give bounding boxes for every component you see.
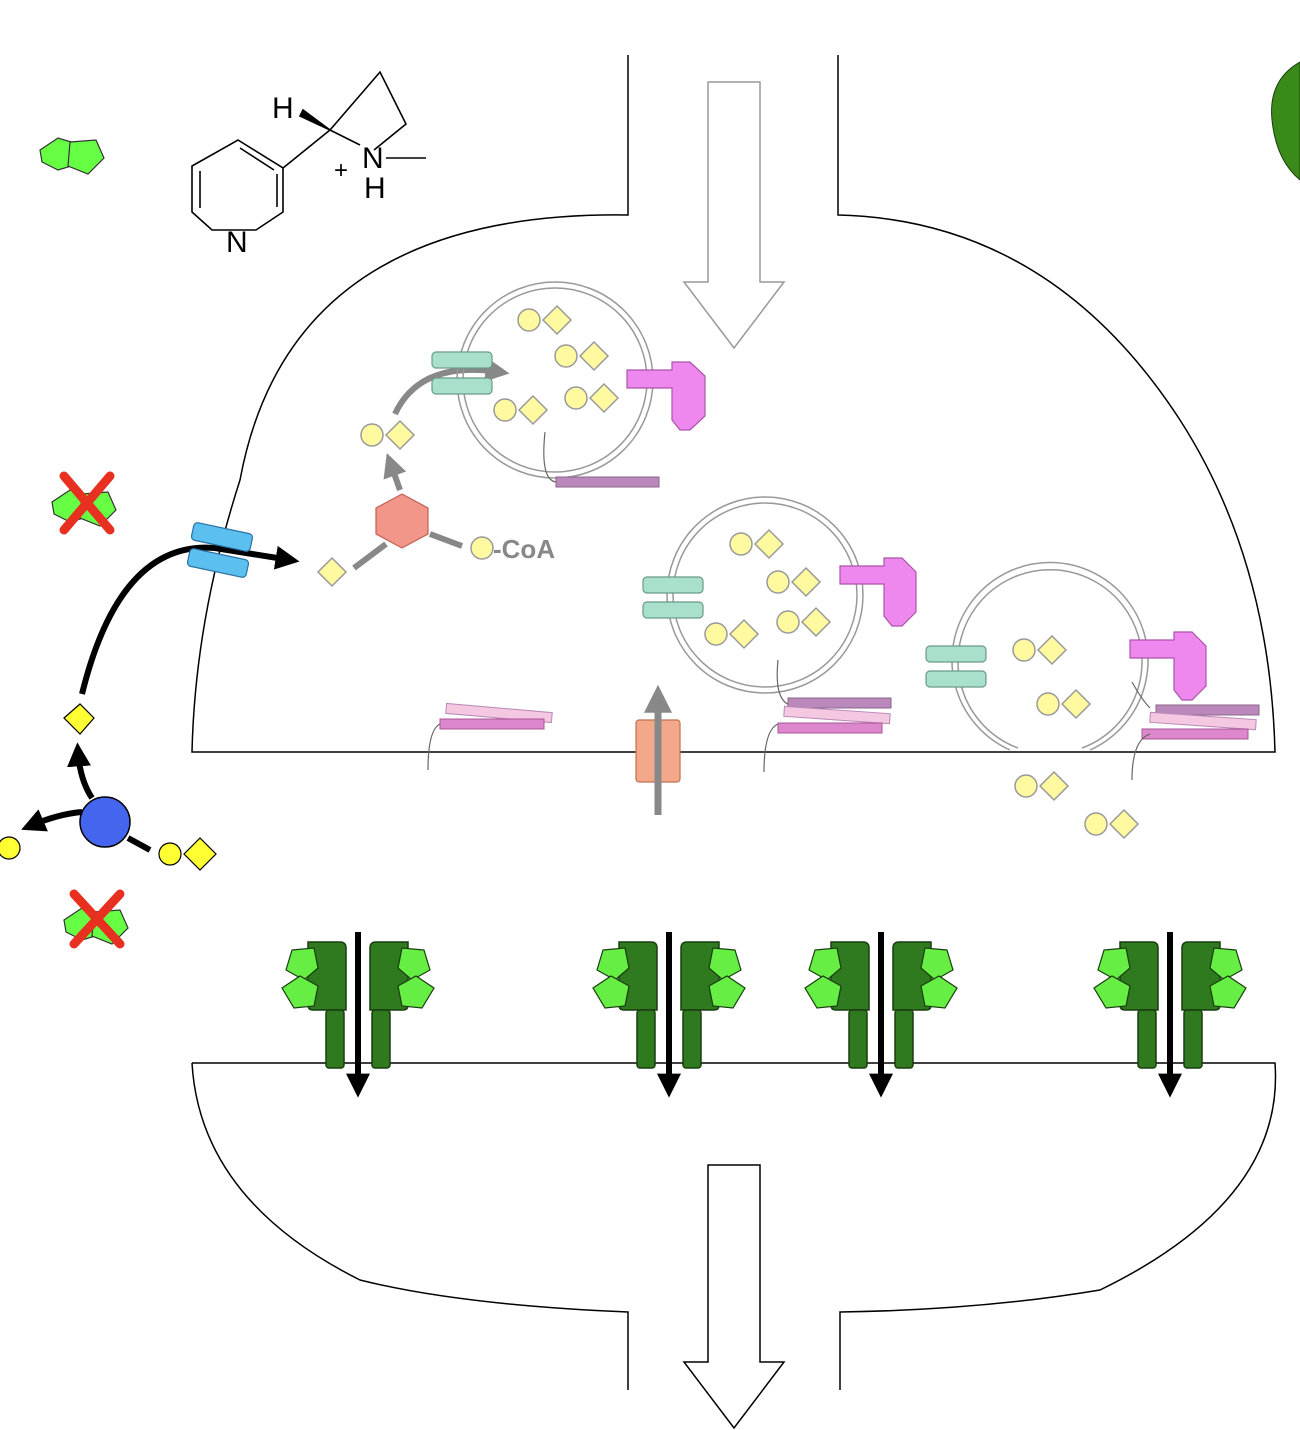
synaptotagmin xyxy=(626,361,706,431)
snare-protein xyxy=(555,476,660,488)
nicotine-plus: + xyxy=(334,157,348,184)
synaptic-vesicle-3 xyxy=(925,561,1260,751)
synaptic-vesicle-1 xyxy=(431,281,706,488)
choline-acetyltransferase xyxy=(375,493,429,549)
postsynaptic-membrane xyxy=(191,1062,1277,1390)
nicotinic-receptor-1 xyxy=(282,932,434,1088)
choline-transporter xyxy=(186,522,254,578)
nicotine-n-ring: N xyxy=(362,142,384,175)
released-acetylcholine-1 xyxy=(1014,771,1069,801)
nicotine-h-bottom: H xyxy=(364,172,386,205)
pyridine-n: N xyxy=(226,226,248,259)
nicotine-legend-icon xyxy=(39,137,105,175)
nicotine-h-top: H xyxy=(272,92,294,125)
nicotinic-receptor-4 xyxy=(1094,932,1246,1088)
postsynaptic-signal-arrow xyxy=(682,1164,786,1430)
choline-uptake-arrow xyxy=(79,544,300,695)
vesicle-loading-arrow xyxy=(392,358,510,416)
acetylcholinesterase-enzyme xyxy=(79,796,131,848)
blocked-nicotine-lower xyxy=(63,889,129,949)
nicotine-edge-icon xyxy=(1271,61,1300,181)
synaptic-vesicle-2 xyxy=(642,496,917,734)
snare-complex-left xyxy=(427,702,553,771)
vesicular-transporter xyxy=(431,351,493,369)
nicotine-structure xyxy=(191,70,426,231)
coa-label: -CoA xyxy=(493,534,555,564)
nicotinic-receptor-2 xyxy=(593,932,745,1088)
released-acetylcholine-2 xyxy=(1084,809,1139,839)
nicotinic-receptor-3 xyxy=(805,932,957,1088)
action-potential-arrow xyxy=(682,81,786,350)
choline-molecule xyxy=(63,703,95,735)
blocked-nicotine-upper xyxy=(51,471,117,535)
presynaptic-membrane xyxy=(191,55,1276,753)
